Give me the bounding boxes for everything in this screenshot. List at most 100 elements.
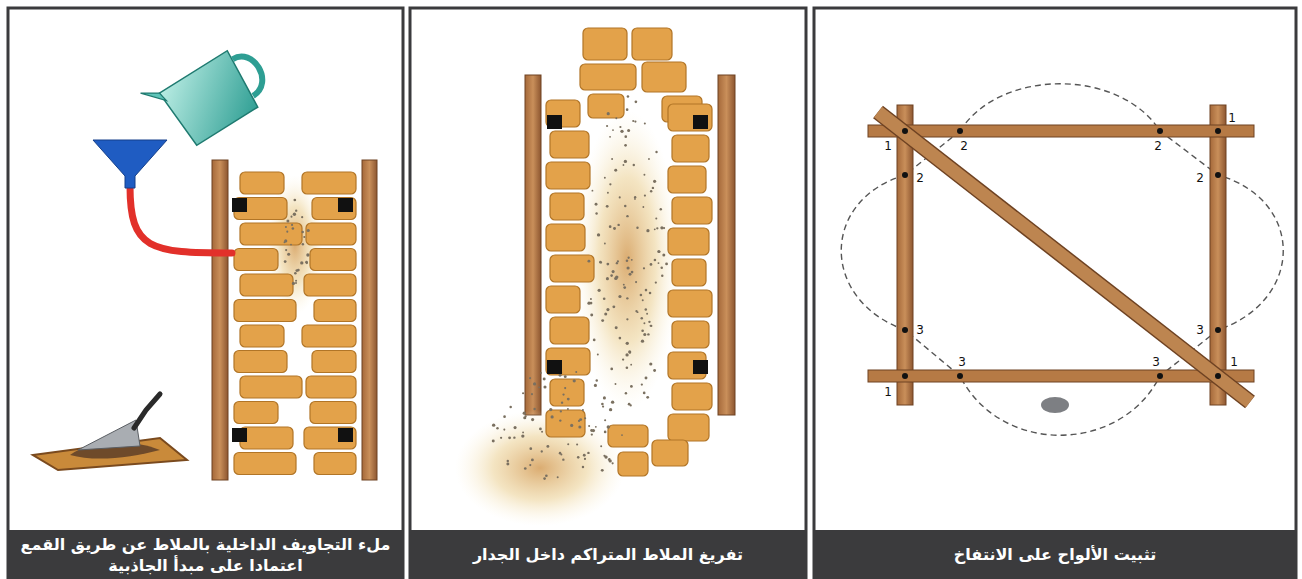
stone [546,286,580,313]
stone [240,325,284,347]
mortar-grain [600,445,602,447]
mortar-grain [606,263,609,266]
mortar-grain [635,281,637,283]
mortar-grain [592,190,594,192]
mortar-grain [654,259,657,262]
stone [234,453,296,475]
stone [642,62,686,92]
mortar-grain [627,266,630,269]
mortar-grain [598,289,601,292]
mortar-grain [643,174,645,176]
mortar-grain [284,239,287,242]
mortar-grain [630,364,632,366]
mortar-grain [626,297,628,299]
mortar-grain [619,337,622,340]
stone [668,228,709,255]
mortar-grain [531,393,533,395]
mortar-grain [653,180,656,183]
panel-frame [8,8,403,579]
left-illustration [33,33,377,480]
mortar-grain [599,261,602,264]
mortar-grain [597,233,600,236]
mortar-grain [615,117,617,119]
stone [312,351,356,373]
nail-point [1157,373,1163,379]
mortar-grain [604,455,607,458]
mortar-grain [642,206,644,208]
mortar-grain [661,275,663,277]
mortar-grain [570,424,573,427]
mortar-grain [294,272,297,275]
callout-number: 2 [916,171,924,185]
stone [583,28,627,60]
mortar-grain [564,387,566,389]
mortar-grain [500,437,502,439]
mortar-grain [588,425,590,427]
mortar-grain [557,476,559,478]
mortar-grain [600,261,602,263]
nail-point [902,172,908,178]
mortar-grain [626,215,628,217]
diagonal-brace [878,112,1250,402]
mortar-grain [655,218,657,220]
mortar-grain [567,398,570,401]
panel-frame [814,8,1296,579]
mortar-grain [657,262,659,264]
mortar-grain [514,426,517,429]
mortar-grain [632,120,634,122]
mortar-grain [604,243,606,245]
stone [546,162,590,189]
stone [306,376,356,398]
mortar-grain [619,196,621,198]
mortar-grain [609,136,611,138]
mortar-grain [531,418,534,421]
stone [550,131,589,158]
mortar-grain [634,196,636,198]
mortar-grain [652,187,654,189]
stone [234,300,296,322]
nail-point [902,128,908,134]
jug-body [159,51,261,148]
mortar-grain [657,250,660,253]
mortar-grain [543,477,546,480]
trowel-blade [78,420,140,450]
stone [668,104,712,131]
mortar-grain [626,260,629,263]
mortar-grain [603,396,606,399]
mortar-grain [646,396,649,399]
nail-point [1215,172,1221,178]
right-illustration [841,84,1283,436]
mortar-grain [529,377,531,379]
mortar-grain [635,101,638,104]
mortar-grain [610,274,613,277]
mortar-grain [606,205,609,208]
mortar-grain [561,401,563,403]
mortar-grain [559,452,562,455]
mortar-grain [295,209,297,211]
nail-point [957,128,963,134]
bulge-outline [841,84,1283,436]
mortar-grain [621,434,623,436]
mortar-grain [293,199,296,202]
mortar-grain [545,474,548,477]
caption-bar: تفريغ الملاط المتراكم داخل الجدار [411,530,805,579]
tie-block [693,360,708,374]
mortar-grain [631,259,633,261]
mortar-grain [623,164,625,166]
mortar-grain [650,325,652,327]
mortar-grain [543,378,546,381]
mortar-grain [606,125,608,127]
mortar-grain [604,419,606,421]
mortar-grain [663,227,665,229]
mortar-grain [641,339,644,342]
mortar-grain [573,379,576,382]
mortar-grain [614,169,617,172]
stone [302,172,356,194]
stone [672,259,706,286]
mortar-grain [643,392,646,395]
mortar-grain [612,129,614,131]
mortar-grain [509,406,511,408]
stone [240,223,302,245]
